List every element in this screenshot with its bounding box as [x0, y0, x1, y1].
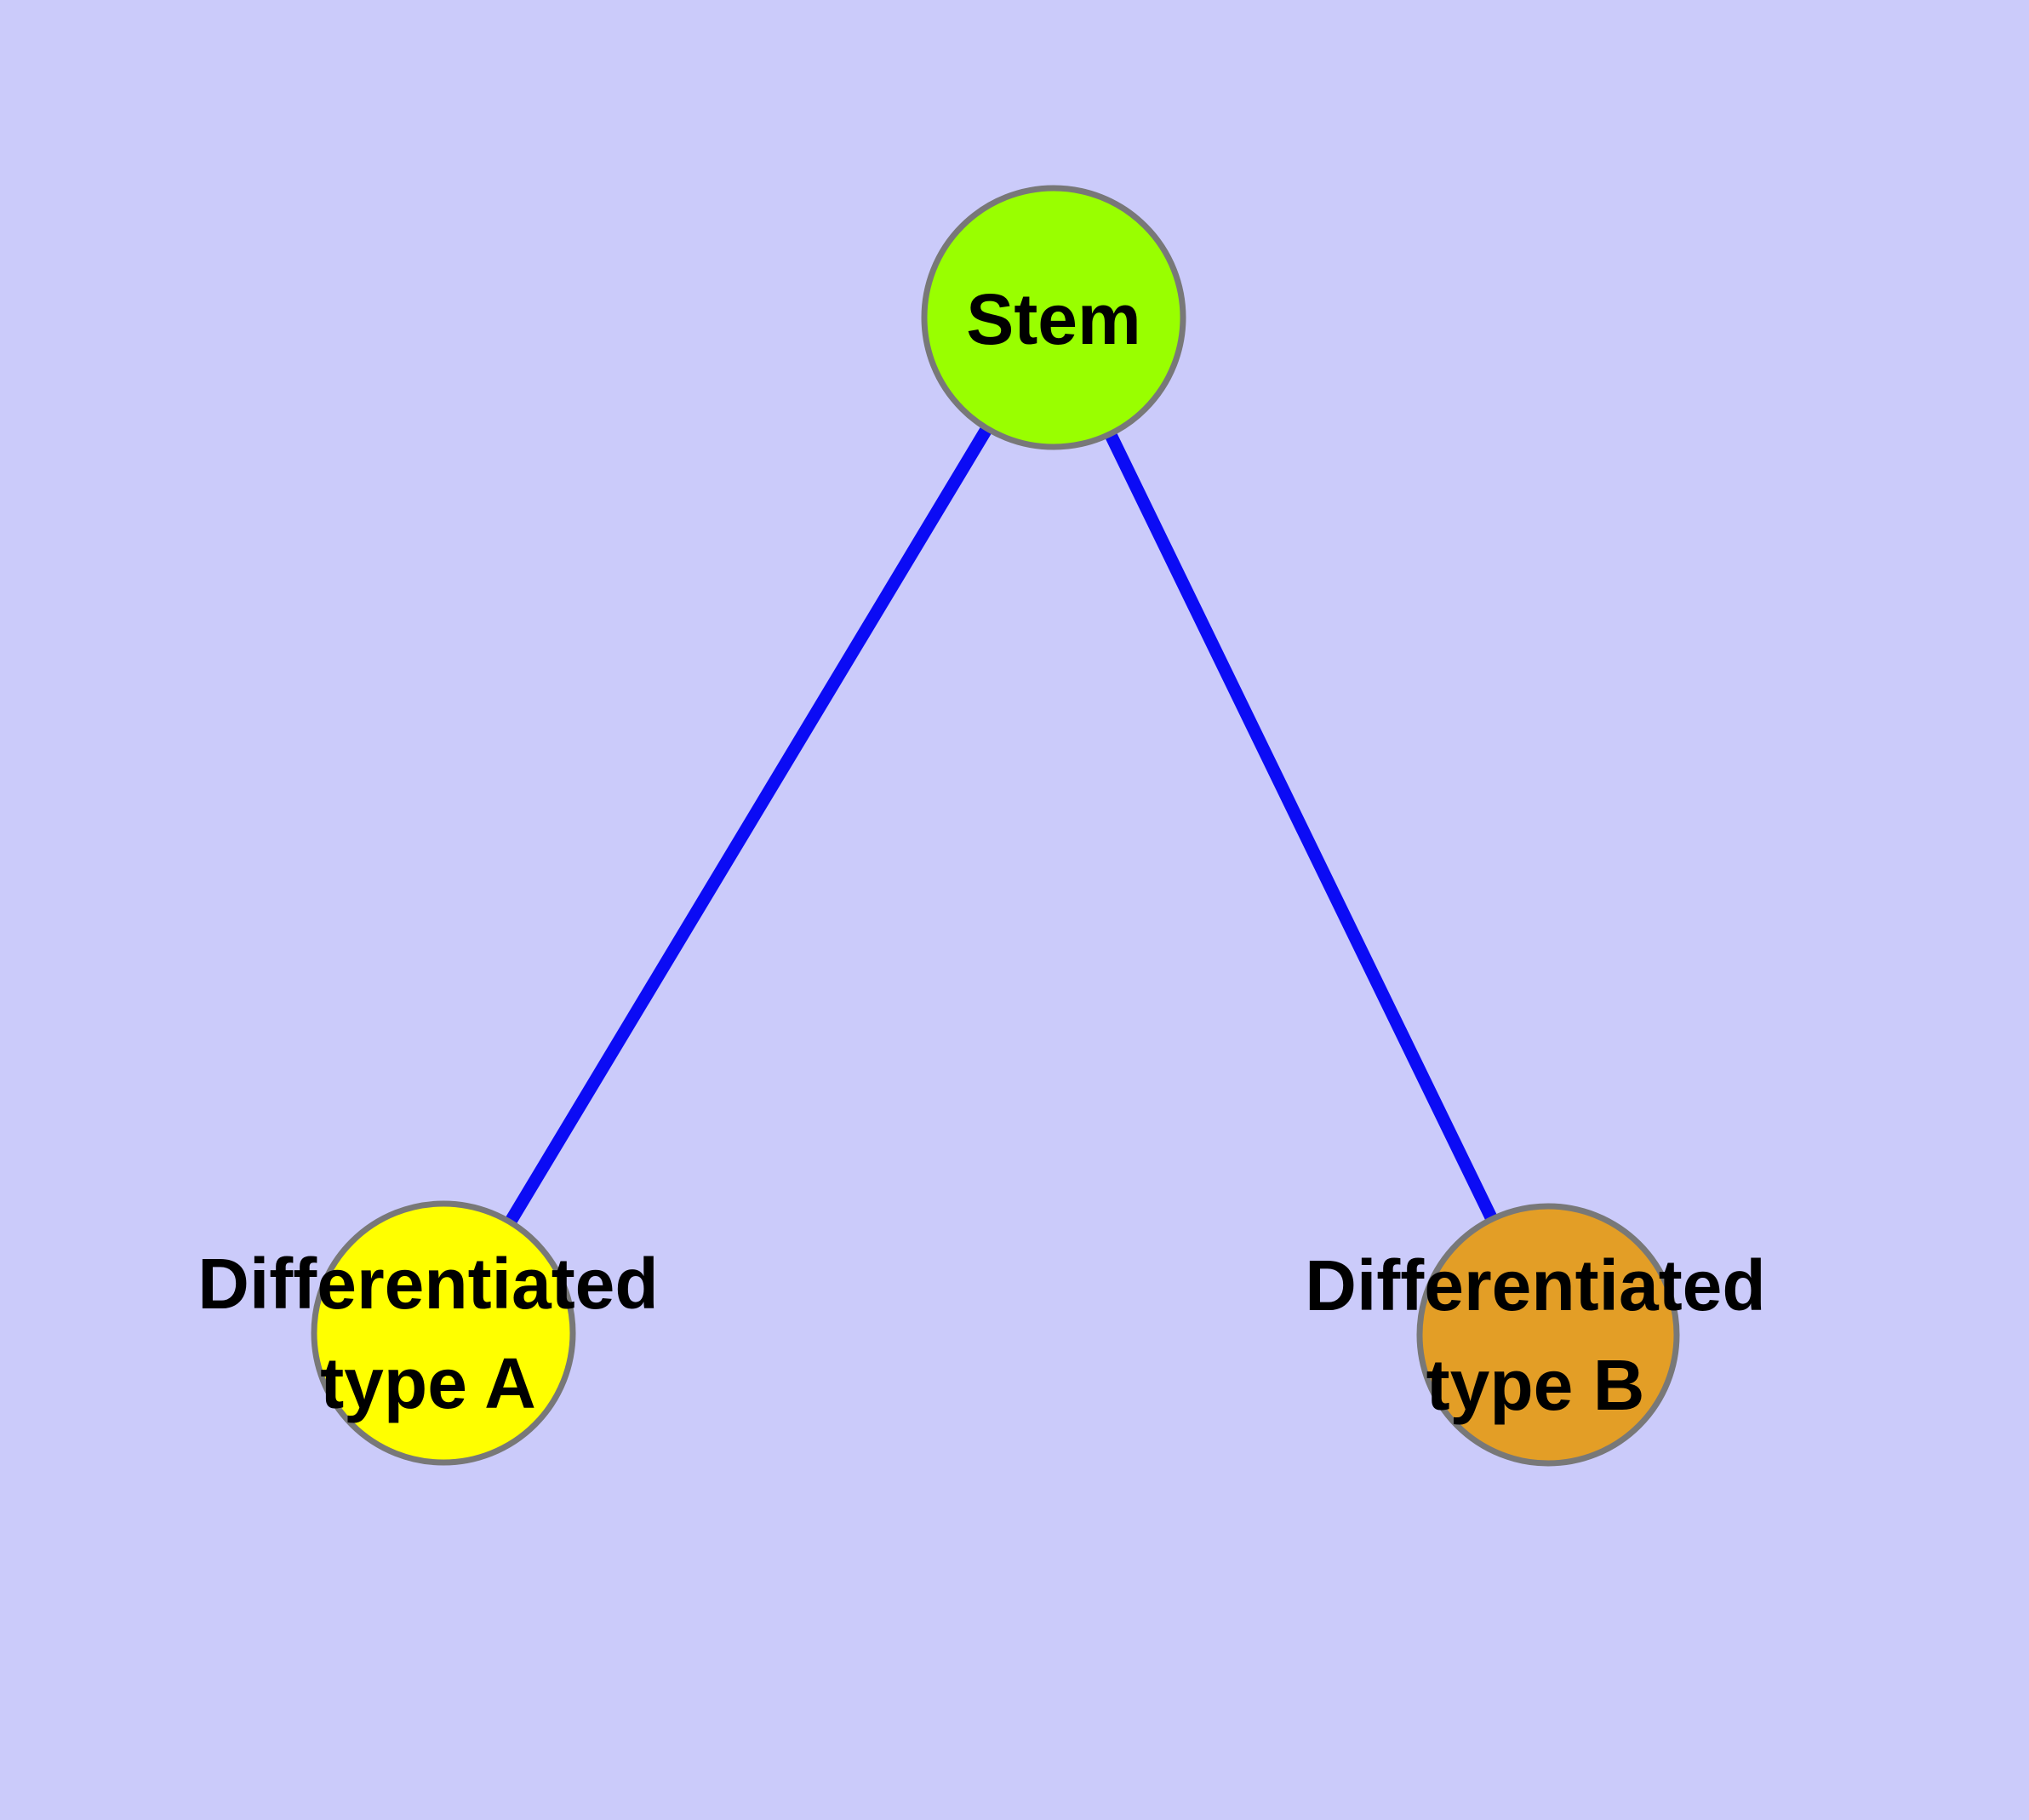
node-type-b-label-line2: type B	[1426, 1345, 1645, 1425]
node-type-b-label-line1: Differentiated	[1305, 1245, 1765, 1325]
edge-stem-to-type-a	[437, 314, 1060, 1336]
edge-stem-to-type-b	[1048, 314, 1554, 1338]
node-stem-label: Stem	[966, 279, 1140, 359]
node-type-a-label-line2: type A	[320, 1343, 536, 1423]
node-type-a-label-line1: Differentiated	[197, 1244, 658, 1324]
node-stem	[921, 185, 1186, 450]
node-differentiated-type-a	[311, 1200, 576, 1466]
node-differentiated-type-b	[1416, 1203, 1680, 1467]
